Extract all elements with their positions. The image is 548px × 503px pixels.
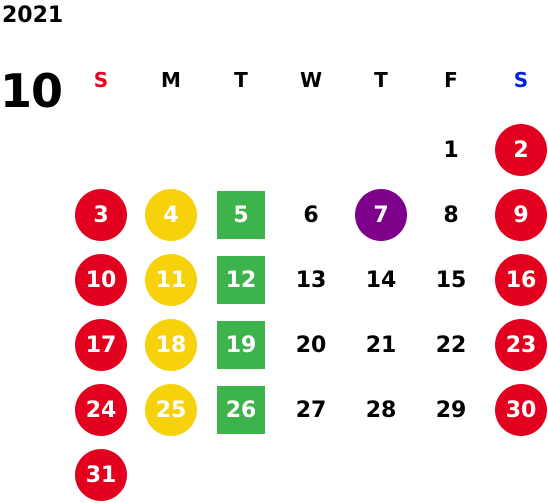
- day-cell-6[interactable]: 6: [303, 202, 319, 228]
- day-cell-11[interactable]: 11: [145, 254, 197, 306]
- day-cell-4[interactable]: 4: [145, 189, 197, 241]
- day-cell-17[interactable]: 17: [75, 319, 127, 371]
- weekday-header-tue: T: [234, 68, 248, 92]
- day-cell-22[interactable]: 22: [435, 332, 467, 358]
- day-cell-19[interactable]: 19: [217, 321, 265, 369]
- day-cell-29[interactable]: 29: [435, 397, 467, 423]
- weekday-header-sat: S: [513, 68, 529, 92]
- day-cell-13[interactable]: 13: [295, 267, 327, 293]
- day-cell-8[interactable]: 8: [443, 202, 459, 228]
- day-cell-27[interactable]: 27: [295, 397, 327, 423]
- day-cell-15[interactable]: 15: [435, 267, 467, 293]
- day-cell-7[interactable]: 7: [355, 189, 407, 241]
- day-cell-23[interactable]: 23: [495, 319, 547, 371]
- day-cell-21[interactable]: 21: [365, 332, 397, 358]
- day-cell-2[interactable]: 2: [495, 124, 547, 176]
- day-cell-24[interactable]: 24: [75, 384, 127, 436]
- day-cell-12[interactable]: 12: [217, 256, 265, 304]
- day-cell-28[interactable]: 28: [365, 397, 397, 423]
- day-cell-9[interactable]: 9: [495, 189, 547, 241]
- day-cell-20[interactable]: 20: [295, 332, 327, 358]
- day-cell-14[interactable]: 14: [365, 267, 397, 293]
- day-cell-25[interactable]: 25: [145, 384, 197, 436]
- day-cell-30[interactable]: 30: [495, 384, 547, 436]
- day-cell-3[interactable]: 3: [75, 189, 127, 241]
- day-cell-18[interactable]: 18: [145, 319, 197, 371]
- day-cell-16[interactable]: 16: [495, 254, 547, 306]
- weekday-header-fri: F: [444, 68, 458, 92]
- weekday-header-wed: W: [299, 68, 323, 92]
- day-cell-26[interactable]: 26: [217, 386, 265, 434]
- weekday-header-mon: M: [161, 68, 181, 92]
- month-number: 10: [0, 64, 63, 118]
- year-label: 2021: [2, 3, 64, 28]
- day-cell-5[interactable]: 5: [217, 191, 265, 239]
- day-cell-10[interactable]: 10: [75, 254, 127, 306]
- weekday-header-thu: T: [374, 68, 388, 92]
- weekday-header-sun: S: [93, 68, 109, 92]
- day-cell-31[interactable]: 31: [75, 449, 127, 501]
- day-cell-1[interactable]: 1: [443, 137, 459, 163]
